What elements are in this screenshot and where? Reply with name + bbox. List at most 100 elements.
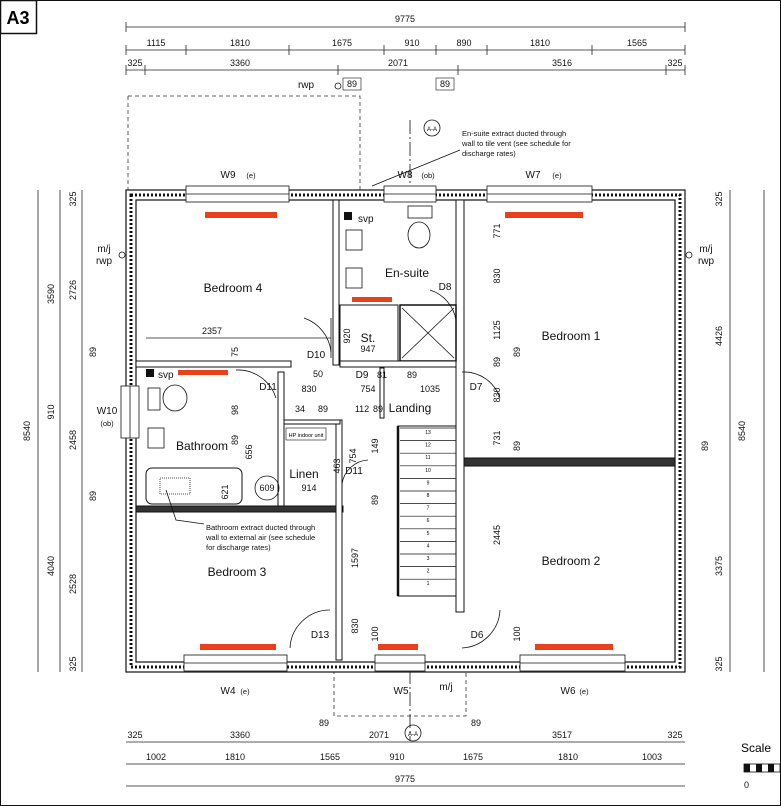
window-w10: W10 (ob) (97, 385, 140, 439)
window-w4-label: W4 (221, 686, 236, 697)
room-linen: Linen (289, 467, 318, 481)
svg-text:A-A: A-A (427, 127, 437, 133)
stair-number: 2 (427, 569, 430, 575)
svp-ensuite: svp (358, 214, 374, 225)
bottom-overall-dim: 9775 (395, 774, 415, 784)
room-bedroom2: Bedroom 2 (542, 554, 601, 568)
stair-number: 1 (427, 581, 430, 587)
svg-text:731: 731 (492, 430, 502, 445)
top-row3-1: 325 (127, 58, 142, 68)
room-bedroom1: Bedroom 1 (542, 329, 601, 343)
svg-text:(ob): (ob) (421, 171, 435, 180)
room-bedroom4: Bedroom 4 (204, 281, 263, 295)
svg-text:830: 830 (492, 268, 502, 283)
top-dim-1: 1115 (147, 38, 166, 48)
svg-text:wall to external air (see sche: wall to external air (see schedule (205, 533, 315, 542)
svg-text:89: 89 (319, 718, 329, 728)
door-d10: D10 (307, 350, 326, 361)
svg-text:89: 89 (700, 441, 710, 451)
svg-text:(ob): (ob) (100, 419, 114, 428)
svg-text:89: 89 (88, 347, 98, 357)
top-dim-5: 890 (456, 38, 471, 48)
svg-text:3517: 3517 (552, 730, 572, 740)
top-offset-1: 89 (347, 79, 357, 89)
svg-text:for discharge rates): for discharge rates) (206, 543, 271, 552)
top-offset-2: 89 (440, 79, 450, 89)
scale-bar: Scale 0 (741, 741, 781, 790)
svg-text:830: 830 (301, 384, 316, 394)
svg-text:112: 112 (355, 404, 369, 414)
svg-text:(e): (e) (246, 171, 256, 180)
svg-text:2458: 2458 (68, 430, 78, 450)
mj-left: m/j (97, 244, 110, 255)
svg-text:Bathroom extract ducted throug: Bathroom extract ducted through (206, 523, 315, 532)
svg-text:En-suite extract ducted throug: En-suite extract ducted through (462, 129, 566, 138)
svg-text:89: 89 (370, 495, 380, 505)
door-d9: D9 (356, 370, 369, 381)
stair-number: 13 (425, 430, 431, 436)
svg-text:2071: 2071 (369, 730, 389, 740)
svg-text:325: 325 (714, 656, 724, 671)
svg-text:34: 34 (295, 404, 305, 414)
svg-text:830: 830 (350, 618, 360, 633)
stair-number: 11 (425, 455, 430, 461)
svg-text:656: 656 (244, 444, 254, 459)
room-ensuite: En-suite (385, 266, 429, 280)
svg-text:1810: 1810 (225, 752, 245, 762)
svg-text:149: 149 (370, 438, 380, 453)
room-store: St. (361, 331, 376, 345)
stair-number: 8 (427, 493, 430, 499)
top-row3-4: 3516 (552, 58, 572, 68)
top-row3-2: 3360 (230, 58, 250, 68)
svg-text:830: 830 (492, 387, 502, 402)
svg-text:100: 100 (512, 626, 522, 641)
roof-outline-bottom (333, 670, 467, 717)
hp-indoor-unit (285, 427, 327, 441)
bottom-dimensions: 325 3360 89 2071 89 3517 325 1002 1810 1… (126, 718, 685, 787)
bathroom-extract-note: Bathroom extract ducted through wall to … (165, 489, 315, 552)
mj-right: m/j (699, 244, 712, 255)
svg-text:89: 89 (407, 370, 417, 380)
stair-number: 5 (427, 531, 430, 537)
inner-dimensions: 2357 75 771 830 1125 920 947 50 81 89 10… (146, 223, 522, 642)
stair-number: 4 (427, 543, 430, 549)
window-w10-label: W10 (97, 406, 118, 417)
section-marker-bottom (404, 724, 422, 742)
door-d7: D7 (470, 382, 483, 393)
svg-text:771: 771 (492, 223, 502, 238)
top-row3-3: 2071 (388, 58, 408, 68)
top-dim-6: 1810 (530, 38, 550, 48)
svg-text:89: 89 (512, 441, 522, 451)
svg-text:325: 325 (68, 191, 78, 206)
top-dim-4: 910 (404, 38, 419, 48)
window-w8-label: W8 (398, 170, 413, 181)
roof-outline-top (127, 95, 361, 190)
right-outer-dim: 8540 (737, 421, 747, 441)
svg-text:2445: 2445 (492, 525, 502, 545)
svg-text:947: 947 (360, 344, 375, 354)
svg-text:4426: 4426 (714, 326, 724, 346)
ensuite-toilet (407, 221, 431, 249)
svg-text:A-A: A-A (408, 732, 418, 738)
svg-text:HP indoor unit: HP indoor unit (289, 433, 324, 439)
bathroom-basin (147, 427, 165, 449)
svg-text:wall to tile vent (see schedul: wall to tile vent (see schedule for (461, 139, 571, 148)
svg-text:325: 325 (68, 656, 78, 671)
stair-number: 6 (427, 518, 430, 524)
svg-text:81: 81 (377, 370, 387, 380)
svg-text:(e): (e) (240, 687, 250, 696)
svg-text:4040: 4040 (46, 556, 56, 576)
svg-text:920: 920 (342, 328, 352, 343)
room-bedroom3: Bedroom 3 (208, 565, 267, 579)
sheet-tag: A3 (6, 8, 29, 28)
stair-number: 12 (425, 443, 431, 449)
internal-walls (135, 199, 676, 661)
svg-text:2528: 2528 (68, 574, 78, 594)
svg-text:463: 463 (332, 458, 342, 473)
right-dimensions: 8540 4426 89 3375 325 325 (700, 190, 765, 672)
windows-top: W9 (e) W8 (ob) W7 (e) (185, 170, 593, 203)
svg-text:discharge rates): discharge rates) (462, 149, 516, 158)
svg-text:89: 89 (88, 491, 98, 501)
svg-text:3360: 3360 (230, 730, 250, 740)
svg-text:1675: 1675 (463, 752, 483, 762)
